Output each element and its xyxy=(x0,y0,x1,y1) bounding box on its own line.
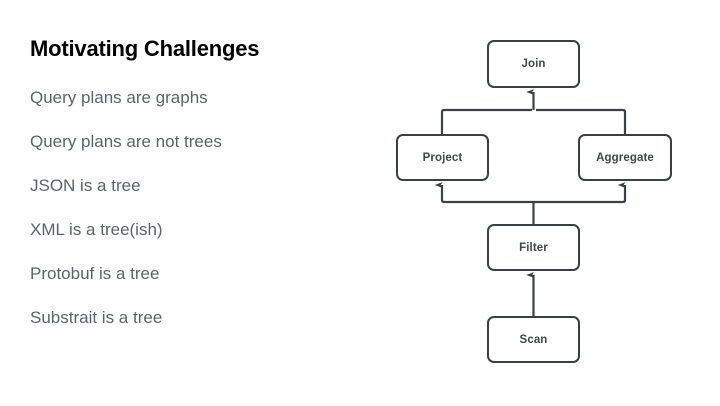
plan-node-filter[interactable]: Filter xyxy=(487,224,580,271)
plan-node-join[interactable]: Join xyxy=(487,40,580,88)
list-item: Protobuf is a tree xyxy=(30,264,160,283)
list-item: Query plans are not trees xyxy=(30,132,222,151)
plan-node-aggregate[interactable]: Aggregate xyxy=(578,134,672,181)
list-item: XML is a tree(ish) xyxy=(30,220,163,239)
edge-project-to-join xyxy=(440,108,532,134)
list-item: JSON is a tree xyxy=(30,176,141,195)
diagram-connectors xyxy=(434,89,627,316)
edge-filter-to-project xyxy=(434,182,534,204)
edge-aggregate-to-join xyxy=(536,108,627,134)
plan-node-scan[interactable]: Scan xyxy=(487,316,580,363)
query-plan-diagram: Join Project Aggregate Filter Scan xyxy=(380,0,720,406)
list-item: Query plans are graphs xyxy=(30,88,208,107)
list-item: Substrait is a tree xyxy=(30,308,163,327)
bullet-list: Query plans are graphs Query plans are n… xyxy=(30,76,360,340)
page-title: Motivating Challenges xyxy=(30,36,260,61)
edge-filter-to-aggregate xyxy=(533,182,627,204)
text-column: Motivating Challenges Query plans are gr… xyxy=(30,34,360,340)
plan-node-project[interactable]: Project xyxy=(396,134,489,181)
